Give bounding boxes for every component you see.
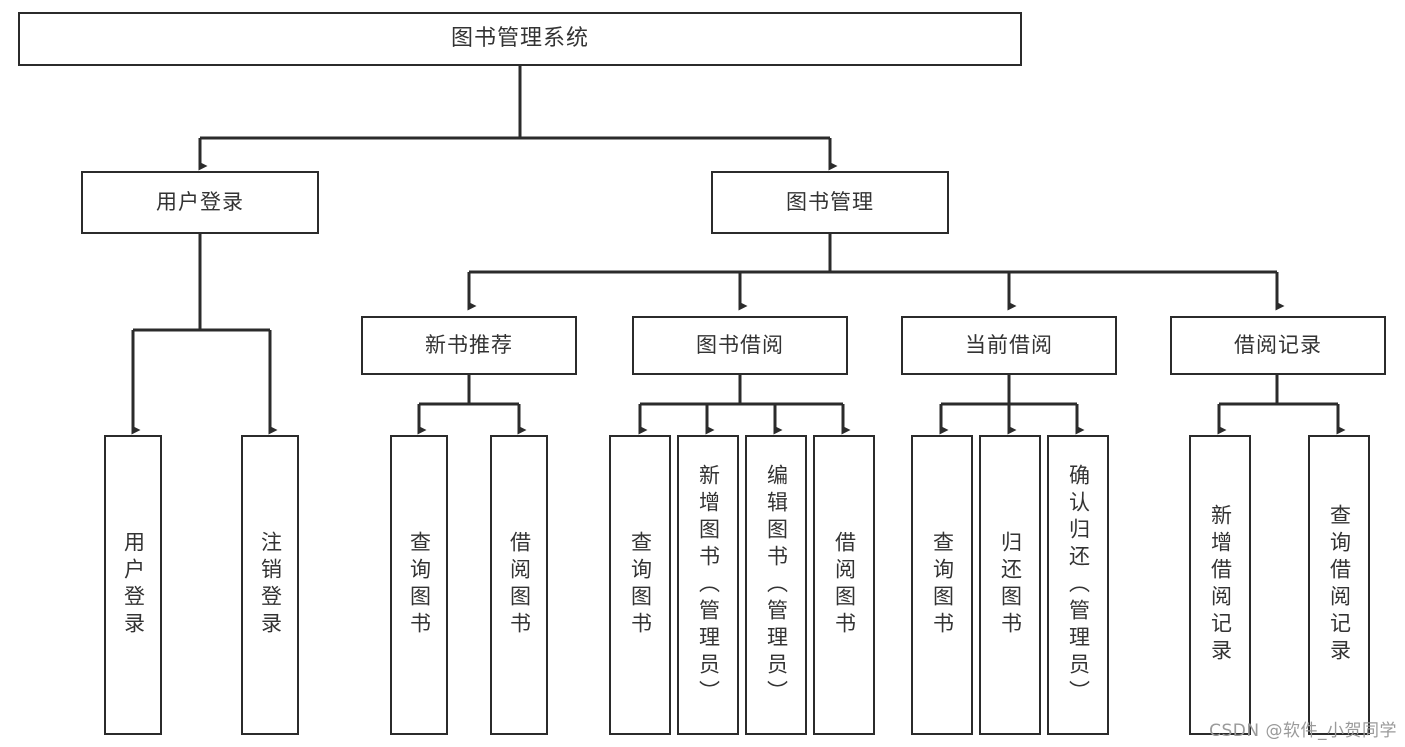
node-leaf-query-record[interactable]: 查询借阅记录: [1308, 435, 1370, 735]
node-new-book-recommend[interactable]: 新书推荐: [361, 316, 577, 375]
node-label: 查询图书: [628, 531, 653, 639]
node-current-borrow[interactable]: 当前借阅: [901, 316, 1117, 375]
node-label: 查询图书: [930, 531, 955, 639]
node-label: 新增图书（管理员）: [696, 463, 721, 707]
node-leaf-user-login[interactable]: 用户登录: [104, 435, 162, 735]
node-label: 用户登录: [121, 531, 146, 639]
node-leaf-borrow-book-1[interactable]: 借阅图书: [490, 435, 548, 735]
node-book-borrow[interactable]: 图书借阅: [632, 316, 848, 375]
node-label: 归还图书: [998, 531, 1023, 639]
node-label: 编辑图书（管理员）: [764, 463, 789, 707]
node-leaf-query-book-3[interactable]: 查询图书: [911, 435, 973, 735]
node-leaf-query-book-1[interactable]: 查询图书: [390, 435, 448, 735]
node-root[interactable]: 图书管理系统: [18, 12, 1022, 66]
node-label: 注销登录: [258, 531, 283, 639]
node-leaf-add-record[interactable]: 新增借阅记录: [1189, 435, 1251, 735]
node-label: 确认归还（管理员）: [1066, 463, 1091, 707]
node-label: 查询图书: [407, 531, 432, 639]
node-user-login[interactable]: 用户登录: [81, 171, 319, 234]
node-leaf-borrow-book-2[interactable]: 借阅图书: [813, 435, 875, 735]
node-label: 借阅图书: [507, 531, 532, 639]
node-book-manage[interactable]: 图书管理: [711, 171, 949, 234]
node-leaf-confirm-return[interactable]: 确认归还（管理员）: [1047, 435, 1109, 735]
node-leaf-query-book-2[interactable]: 查询图书: [609, 435, 671, 735]
node-leaf-logout[interactable]: 注销登录: [241, 435, 299, 735]
node-leaf-add-book[interactable]: 新增图书（管理员）: [677, 435, 739, 735]
node-leaf-return-book[interactable]: 归还图书: [979, 435, 1041, 735]
node-label: 借阅图书: [832, 531, 857, 639]
node-leaf-edit-book[interactable]: 编辑图书（管理员）: [745, 435, 807, 735]
watermark-text: CSDN @软件_小贺同学: [1209, 721, 1397, 741]
node-label: 查询借阅记录: [1327, 504, 1352, 666]
node-label: 新增借阅记录: [1208, 504, 1233, 666]
node-borrow-record[interactable]: 借阅记录: [1170, 316, 1386, 375]
